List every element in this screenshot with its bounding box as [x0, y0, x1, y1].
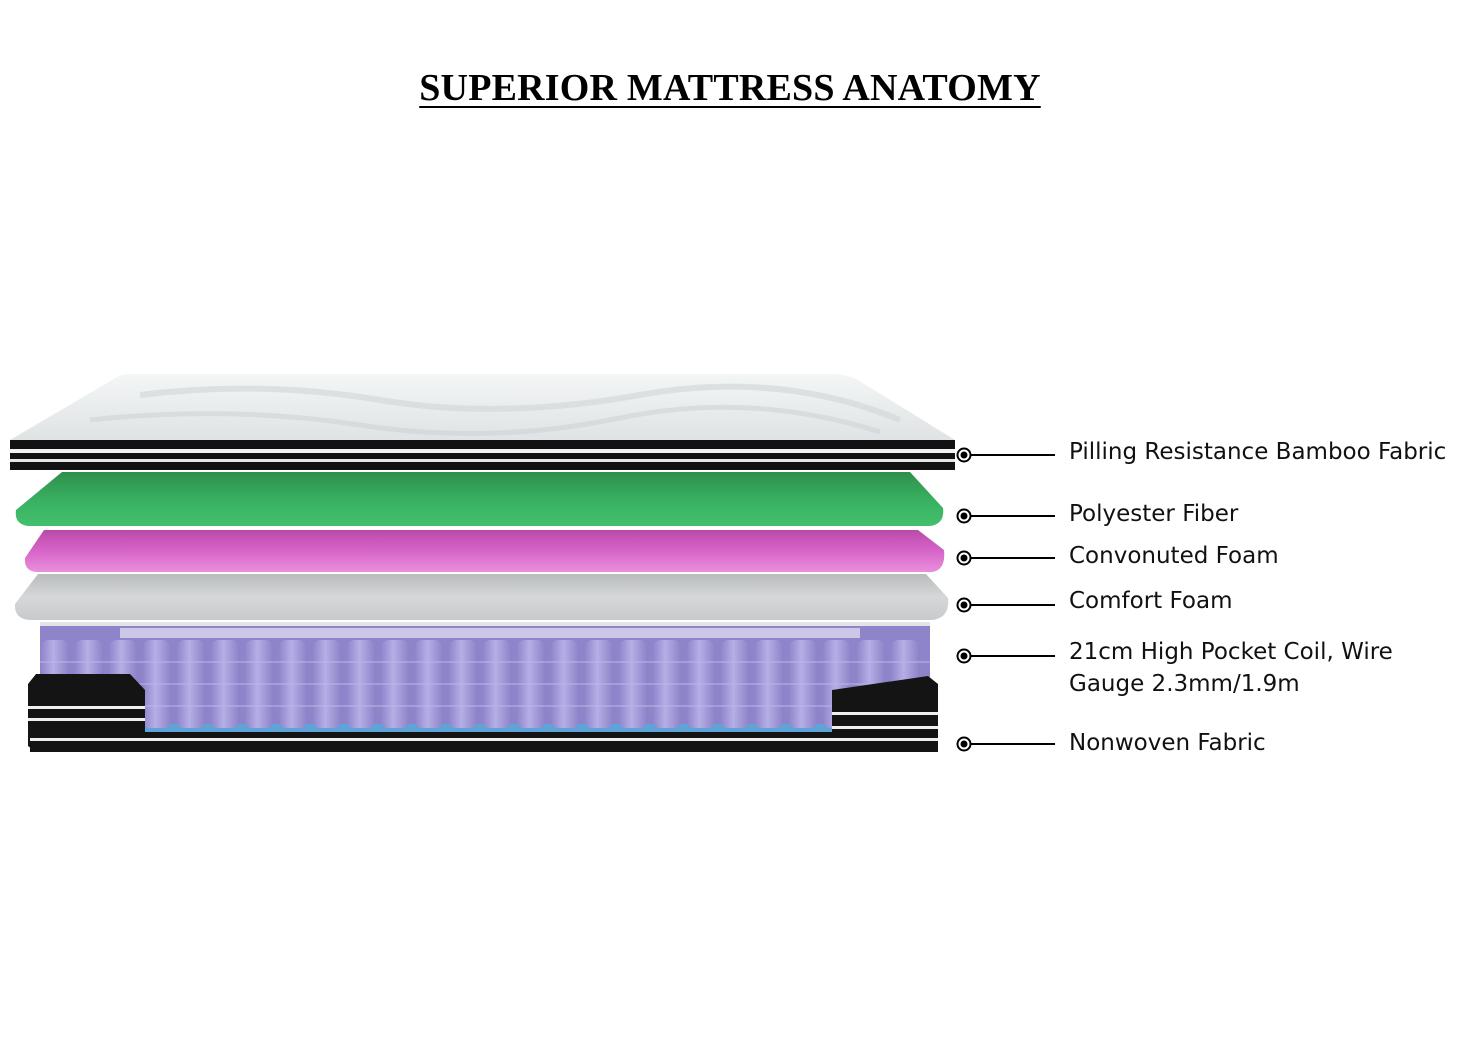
label-comfort-foam: Comfort Foam: [1069, 588, 1233, 614]
layer-convoluted-foam: [24, 530, 945, 572]
pointer-polyester-fiber: [956, 508, 1055, 524]
layer-polyester-fiber: [15, 472, 944, 526]
layer-comfort-foam: [14, 574, 949, 620]
diagram-title: SUPERIOR MATTRESS ANATOMY: [419, 67, 1041, 109]
pointer-comfort-foam: [956, 597, 1055, 613]
pointer-nonwoven-fabric: [956, 736, 1055, 752]
label-polyester-fiber: Polyester Fiber: [1069, 501, 1239, 527]
layer-bamboo-fabric: [10, 374, 955, 470]
pointer-bamboo-fabric: [956, 447, 1055, 463]
pointer-convoluted-foam: [956, 550, 1055, 566]
label-nonwoven-fabric: Nonwoven Fabric: [1069, 730, 1266, 756]
label-convoluted-foam: Convonuted Foam: [1069, 543, 1279, 569]
label-bamboo-fabric: Pilling Resistance Bamboo Fabric: [1069, 439, 1447, 465]
layer-nonwoven-fabric: [28, 674, 938, 752]
callout-pointers: [956, 447, 1055, 752]
layer-pocket-coil: [40, 622, 930, 732]
pointer-pocket-coil: [956, 648, 1055, 664]
label-pocket-coil: 21cm High Pocket Coil, Wire Gauge 2.3mm/…: [1069, 639, 1393, 697]
